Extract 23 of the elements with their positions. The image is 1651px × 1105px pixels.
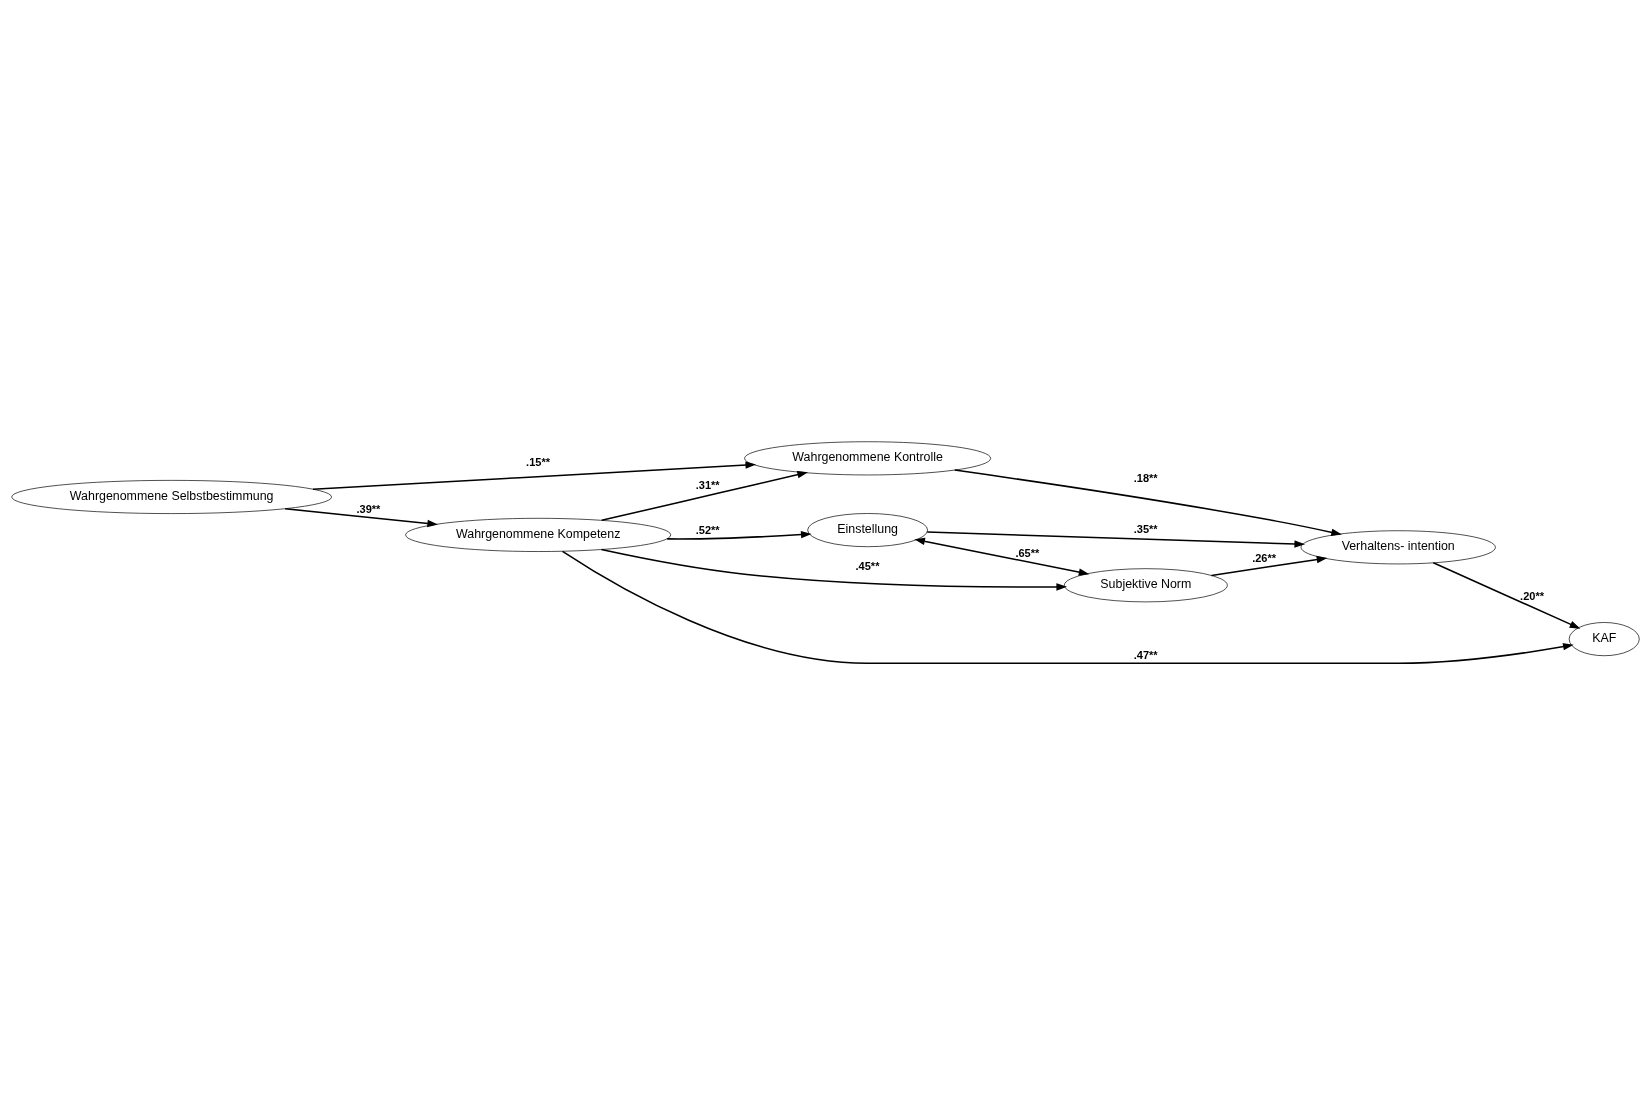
- arrow: [953, 469, 1342, 536]
- arrow: [1432, 562, 1581, 629]
- arrow: [600, 471, 808, 522]
- arrow: [600, 548, 1067, 591]
- edge-label: .65**: [1015, 546, 1040, 559]
- arrow: [914, 537, 1090, 576]
- arrow: [926, 531, 1306, 548]
- arrow: [561, 550, 1574, 664]
- edge-label: .20**: [1520, 590, 1544, 603]
- arrow: [666, 530, 812, 540]
- node-ellipse: Wahrgenommene Selbstbestimmung: [11, 480, 332, 514]
- arrow: [312, 461, 757, 490]
- edge-label: .45**: [855, 559, 880, 572]
- arrow: [1210, 555, 1328, 577]
- arrow: [284, 507, 438, 528]
- edge-label: .31**: [695, 478, 720, 491]
- edge-label: .15**: [526, 455, 550, 468]
- edge-label: .47**: [1133, 648, 1158, 661]
- edge-label: .18**: [1133, 472, 1158, 485]
- edge-label: .39**: [356, 503, 381, 516]
- edge-label: .26**: [1252, 552, 1277, 565]
- edge-label: .35**: [1133, 522, 1158, 535]
- edge-label: .52**: [695, 524, 720, 537]
